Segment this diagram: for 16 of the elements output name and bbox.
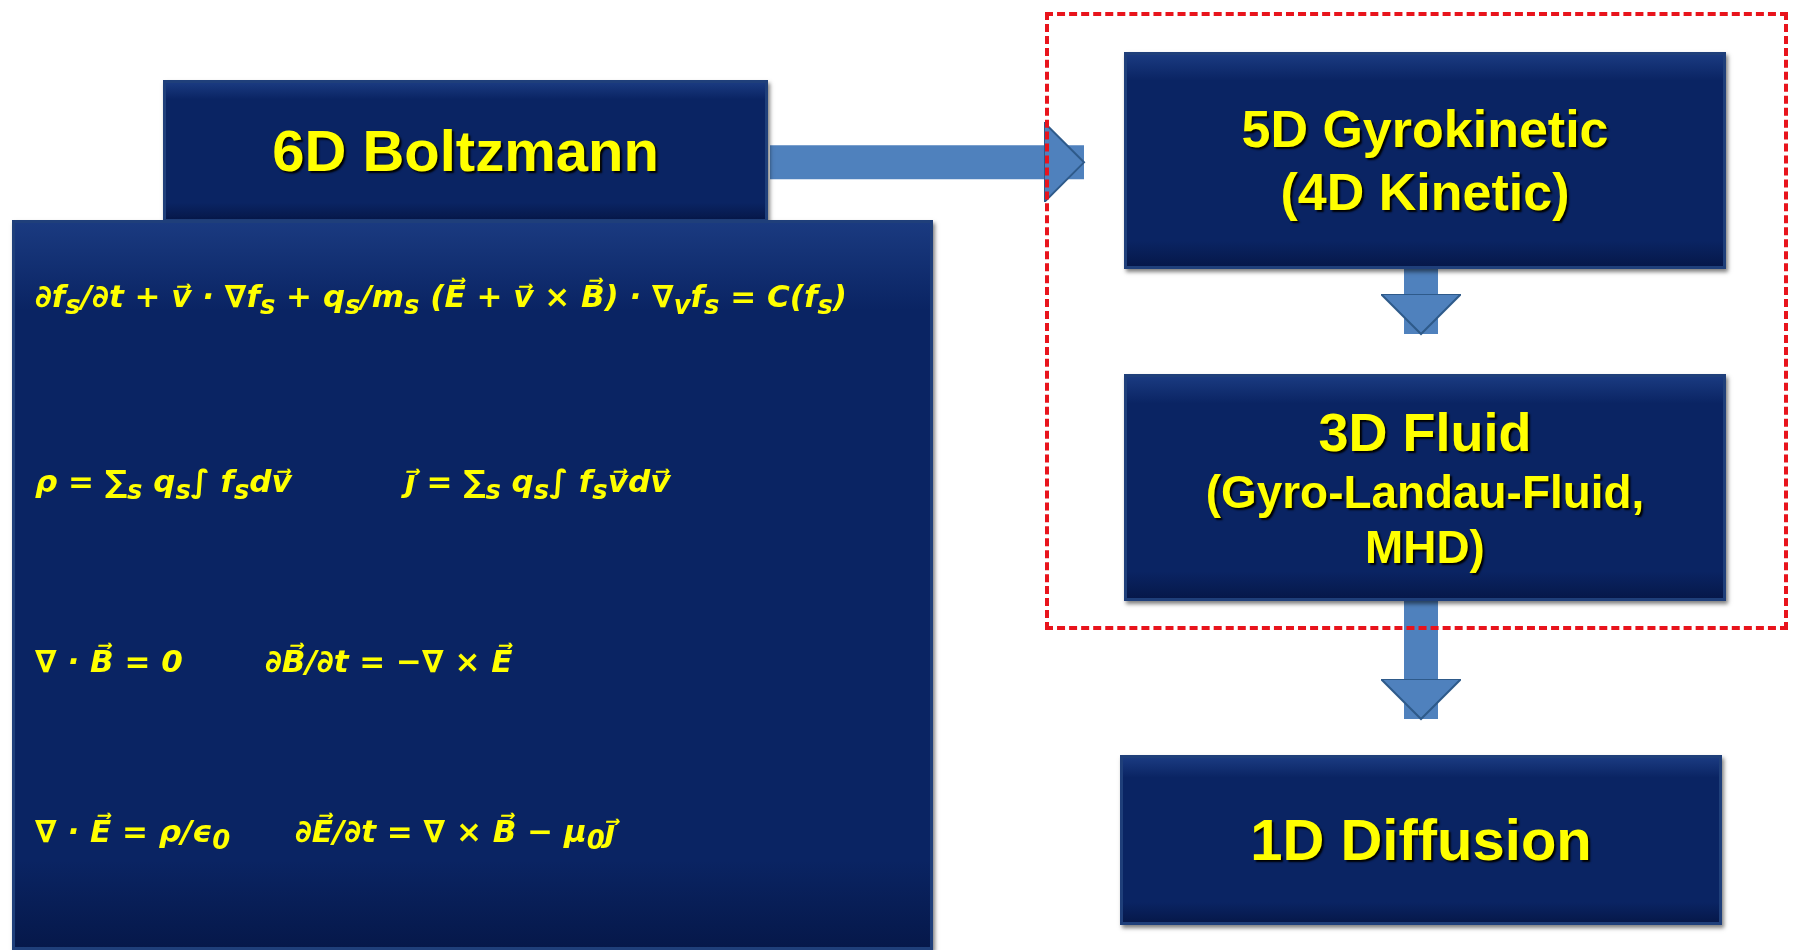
process-box xyxy=(1124,374,1726,601)
equation-panel xyxy=(12,220,933,950)
dashed-region xyxy=(1045,12,1788,630)
process-box xyxy=(163,80,768,222)
box-title: 1D Diffusion xyxy=(1250,806,1592,875)
equation: ∇ · B⃗ = 0 xyxy=(35,643,183,679)
equation: ∂B⃗/∂t = −∇ × E⃗ xyxy=(265,643,513,679)
box-title: 5D Gyrokinetic (4D Kinetic) xyxy=(1240,99,1610,223)
equation: ∇ · E⃗ = ρ/ϵ$_{0}$ xyxy=(35,813,231,856)
box-title: 3D Fluid xyxy=(1318,401,1532,464)
box-title: (Gyro-Landau-Fluid, MHD) xyxy=(1204,464,1646,575)
process-box xyxy=(1120,755,1722,925)
equation: ∂f$_{s}$/∂t + v⃗ · ∇f$_{s}$ + q$_{s}$/m$_{s}$ (E⃗ + v⃗ × B⃗) · ∇$_{v}$f$_{s}$ = C(f$_{s}$) xyxy=(35,278,847,321)
process-box xyxy=(1124,52,1726,269)
equation: ρ = ∑$_{s}$ q$_{s}$∫ f$_{s}$dv⃗ xyxy=(35,463,292,506)
box-title: 6D Boltzmann xyxy=(272,117,659,186)
